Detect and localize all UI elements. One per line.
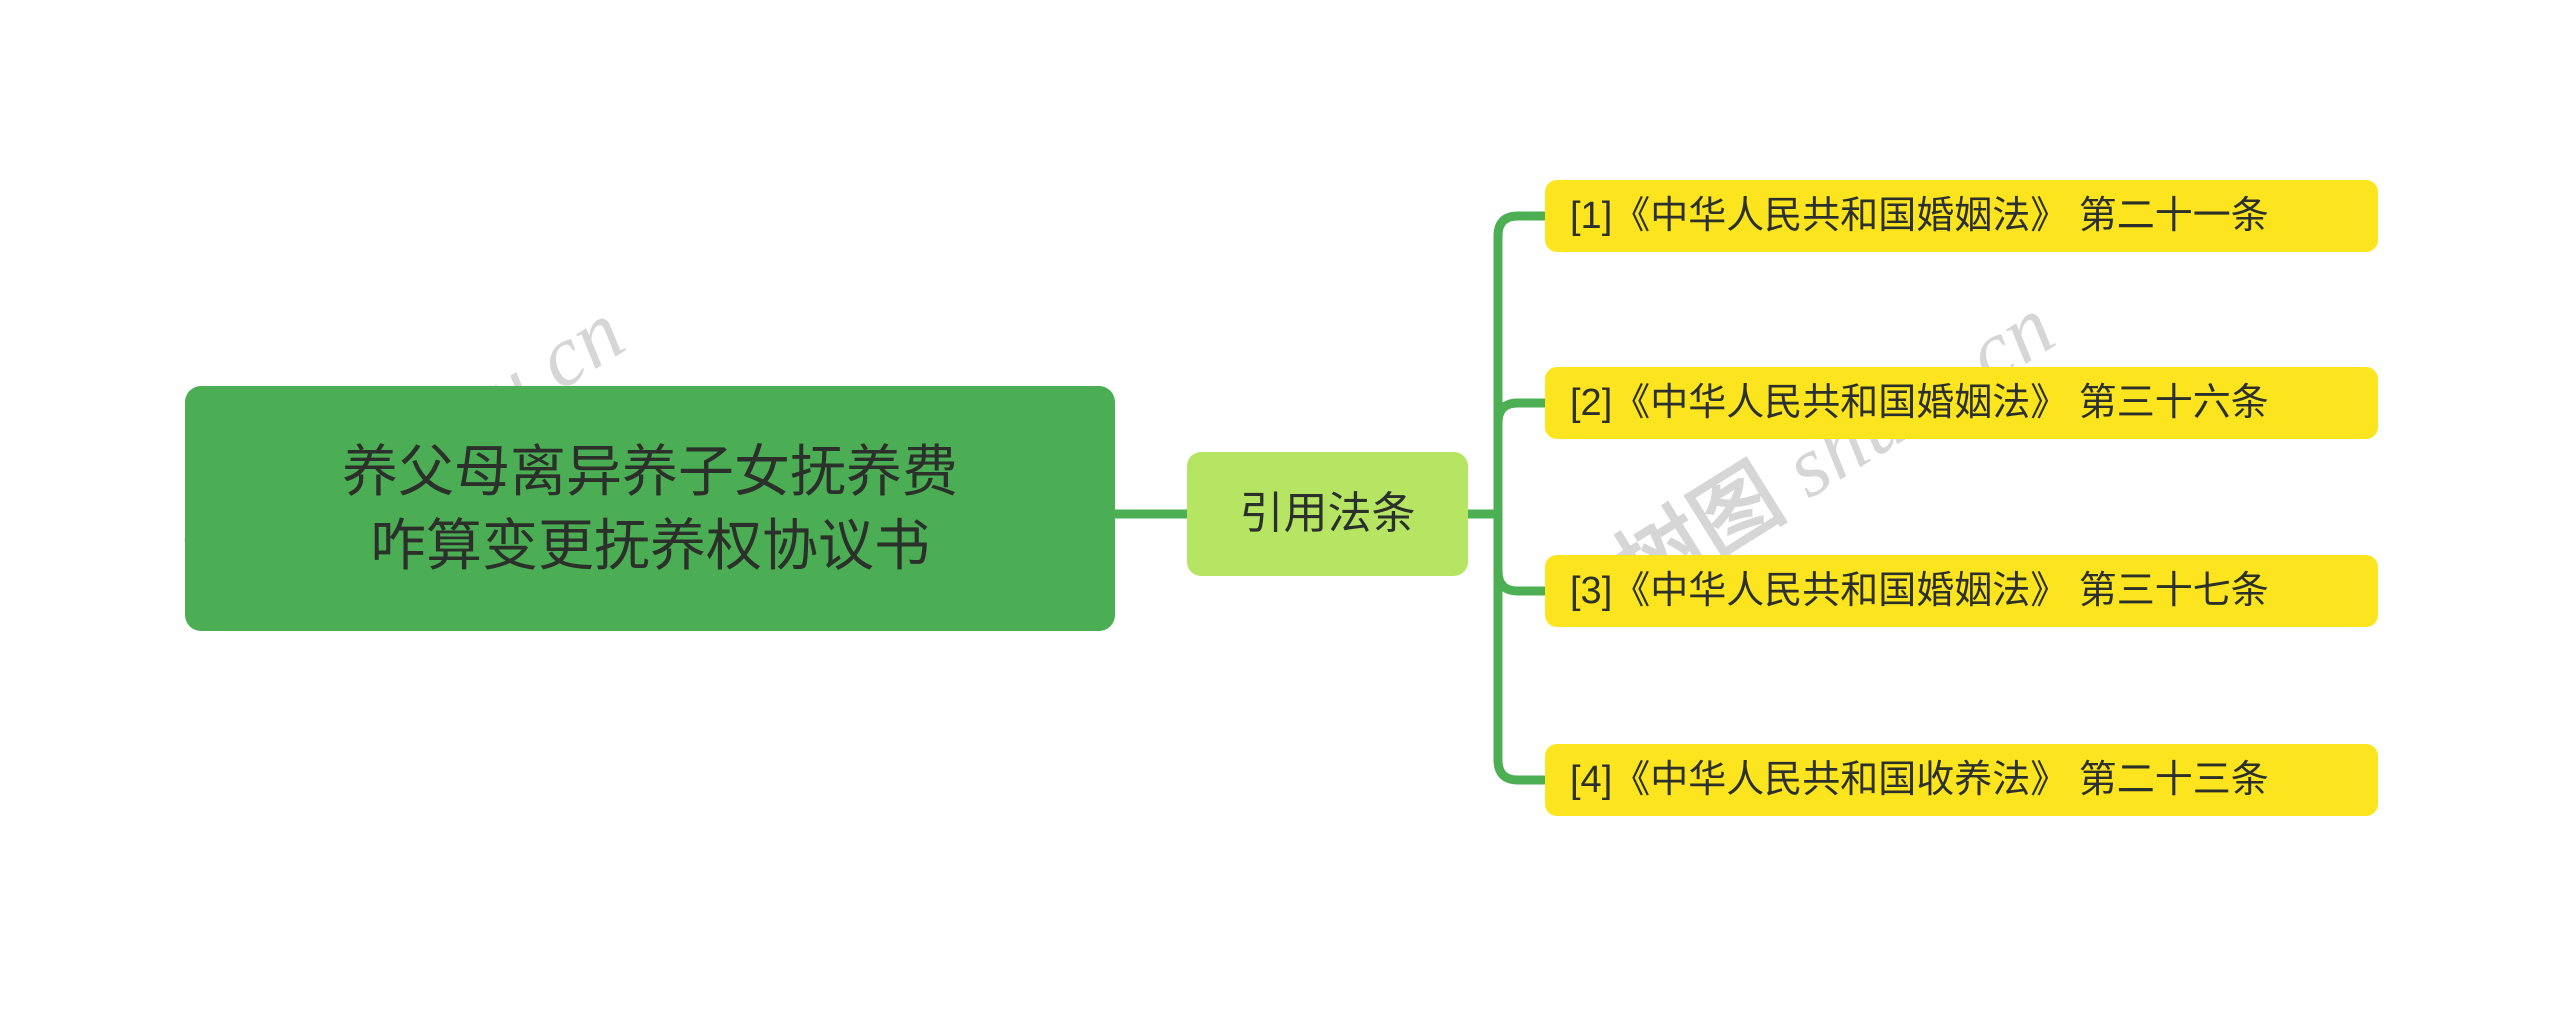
mindmap-leaf-node-4[interactable]: [4]《中华人民共和国收养法》 第二十三条 [1545,744,2378,816]
mindmap-leaf-node-2[interactable]: [2]《中华人民共和国婚姻法》 第三十六条 [1545,367,2378,439]
mindmap-leaf-node-1[interactable]: [1]《中华人民共和国婚姻法》 第二十一条 [1545,180,2378,252]
leaf-node-label: [2]《中华人民共和国婚姻法》 第三十六条 [1570,381,2269,424]
connector-branch-to-leaf-4 [1493,514,1548,785]
root-node-line-1: 养父母离异养子女抚养费 [342,439,958,503]
leaf-node-label: [3]《中华人民共和国婚姻法》 第三十七条 [1570,569,2269,612]
mindmap-branch-node-cited-laws[interactable]: 引用法条 [1187,452,1468,576]
branch-node-label: 引用法条 [1239,488,1416,538]
connector-branch-to-leaf-2 [1493,398,1548,514]
root-node-line-2: 咋算变更抚养权协议书 [370,513,930,577]
leaf-node-label: [4]《中华人民共和国收养法》 第二十三条 [1570,758,2269,801]
root-node-text: 养父母离异养子女抚养费 咋算变更抚养权协议书 [342,435,958,583]
mindmap-leaf-node-3[interactable]: [3]《中华人民共和国婚姻法》 第三十七条 [1545,555,2378,627]
connector-branch-to-leaf-3 [1493,514,1548,596]
connector-branch-to-leaf-1 [1493,211,1548,514]
leaf-node-label: [1]《中华人民共和国婚姻法》 第二十一条 [1570,194,2269,237]
mindmap-root-node[interactable]: 养父母离异养子女抚养费 咋算变更抚养权协议书 [185,386,1115,631]
